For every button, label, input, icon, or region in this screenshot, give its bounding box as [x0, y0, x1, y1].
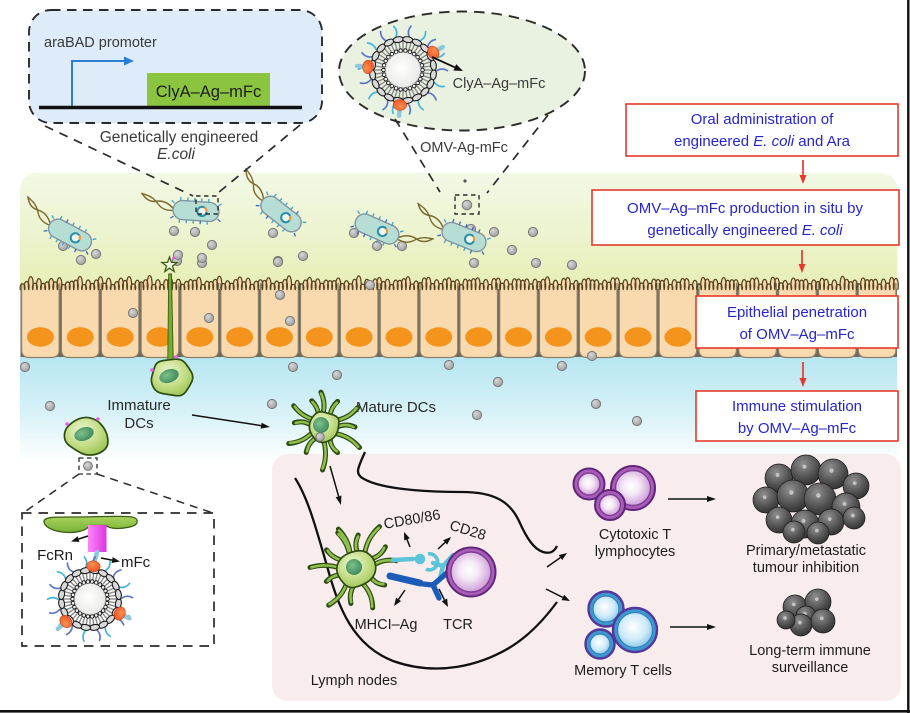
svg-text:Lymph nodes: Lymph nodes: [311, 673, 398, 689]
svg-text:araBAD promoter: araBAD promoter: [44, 35, 157, 51]
svg-text:MHCI–Ag: MHCI–Ag: [355, 617, 418, 633]
svg-text:ClyA–Ag–mFc: ClyA–Ag–mFc: [156, 83, 261, 101]
svg-text:engineered E. coli and Ara: engineered E. coli and Ara: [674, 133, 851, 150]
svg-text:mFc: mFc: [121, 554, 151, 571]
svg-text:surveillance: surveillance: [772, 660, 849, 676]
svg-text:genetically engineered E. coli: genetically engineered E. coli: [647, 222, 843, 239]
svg-text:OMV-Ag-mFc: OMV-Ag-mFc: [420, 140, 508, 156]
svg-text:Long-term immune: Long-term immune: [749, 643, 871, 659]
svg-text:ClyA–Ag–mFc: ClyA–Ag–mFc: [453, 76, 546, 92]
svg-text:Memory T cells: Memory T cells: [574, 663, 672, 679]
svg-text:TCR: TCR: [443, 617, 473, 633]
svg-text:Immune stimulation: Immune stimulation: [732, 398, 862, 415]
svg-text:of OMV–Ag–mFc: of OMV–Ag–mFc: [739, 326, 855, 343]
svg-text:FcRn: FcRn: [37, 547, 73, 564]
svg-text:Mature DCs: Mature DCs: [356, 399, 436, 416]
svg-text:DCs: DCs: [124, 415, 153, 432]
svg-text:Oral administration of: Oral administration of: [691, 111, 834, 128]
svg-text:Primary/metastatic: Primary/metastatic: [746, 543, 866, 559]
svg-text:E.coli: E.coli: [157, 146, 195, 163]
svg-text:lymphocytes: lymphocytes: [595, 544, 676, 560]
svg-text:OMV–Ag–mFc production in situ: OMV–Ag–mFc production in situ by: [627, 200, 863, 217]
svg-text:Genetically engineered: Genetically engineered: [100, 129, 259, 146]
svg-text:Immature: Immature: [107, 397, 170, 414]
svg-text:by OMV–Ag–mFc: by OMV–Ag–mFc: [738, 420, 857, 437]
svg-text:Cytotoxic T: Cytotoxic T: [599, 527, 671, 543]
svg-text:Epithelial penetration: Epithelial penetration: [727, 304, 867, 321]
svg-text:tumour inhibition: tumour inhibition: [753, 560, 859, 576]
